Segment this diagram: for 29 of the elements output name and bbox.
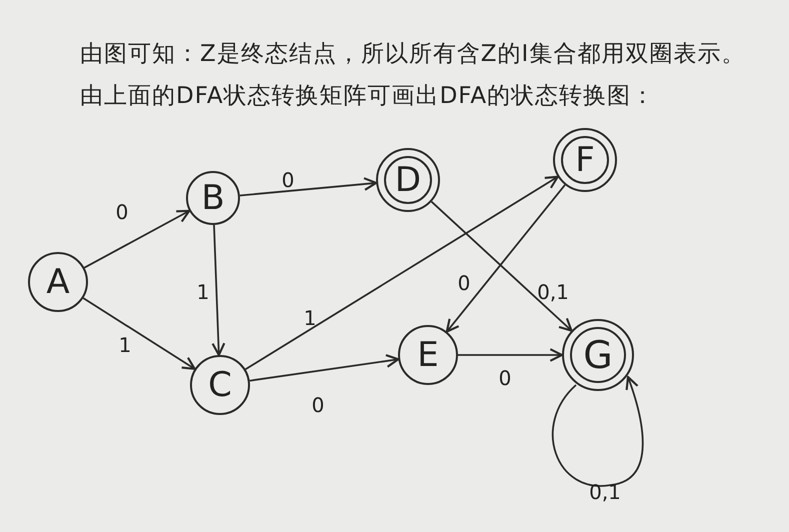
edge-label: 0 bbox=[498, 366, 512, 390]
transition-arrow bbox=[430, 201, 573, 332]
transition-arrow bbox=[458, 348, 564, 362]
edge-label: 0 bbox=[282, 168, 294, 192]
note-text: 由图可知：Z是终态结点，所以所有含Z的I集合都用双圈表示。 bbox=[80, 40, 746, 69]
transition-arrow bbox=[212, 224, 226, 356]
edge-label: 1 bbox=[304, 306, 316, 330]
transition-arrow bbox=[552, 376, 644, 487]
transition-arrow bbox=[245, 176, 559, 370]
final-state-circle: D bbox=[376, 148, 440, 212]
transition-arrow bbox=[84, 210, 190, 268]
edge-label: 0 bbox=[116, 200, 128, 224]
note-text: 由上面的DFA状态转换矩阵可画出DFA的状态转换图： bbox=[80, 82, 656, 111]
edge-label: 0,1 bbox=[589, 480, 621, 504]
edge-label: 0 bbox=[458, 271, 470, 295]
edge-label: 0 bbox=[312, 393, 324, 417]
transition-arrow bbox=[82, 297, 196, 370]
transition-arrow bbox=[240, 177, 378, 196]
state-circle: C bbox=[190, 355, 250, 415]
state-circle: A bbox=[28, 252, 88, 312]
transition-arrow bbox=[250, 354, 400, 382]
state-circle: B bbox=[186, 171, 240, 225]
transition-arrow bbox=[446, 184, 566, 333]
state-circle: E bbox=[398, 325, 458, 385]
final-state-circle: G bbox=[562, 319, 634, 391]
edge-label: 0,1 bbox=[537, 280, 569, 304]
final-state-circle: F bbox=[553, 128, 617, 192]
edge-label: 1 bbox=[196, 280, 210, 304]
edge-label: 1 bbox=[118, 333, 132, 357]
